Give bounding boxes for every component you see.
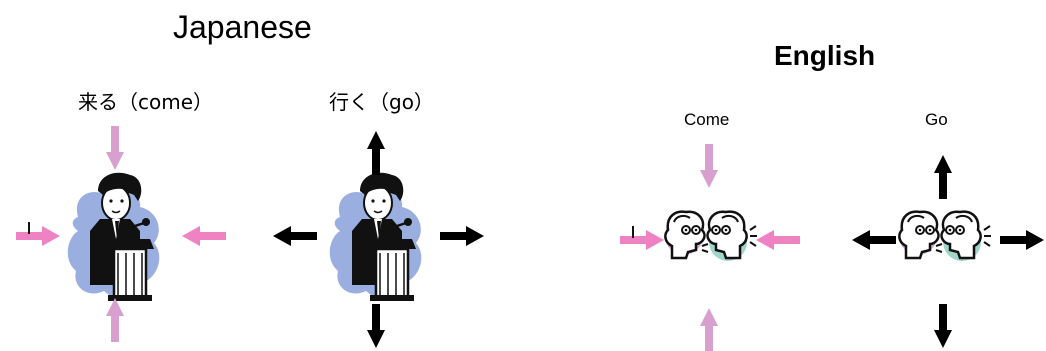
go-arrow-down-icon	[367, 304, 385, 348]
come-arrow-right-icon	[16, 226, 60, 246]
tick-mark	[632, 226, 634, 238]
come-arrow-down-icon	[700, 144, 718, 188]
two-people-talking-icon	[663, 210, 759, 263]
go-arrow-left-icon	[852, 230, 896, 250]
come-arrow-left-icon	[182, 226, 226, 246]
come-arrow-right-icon	[620, 230, 664, 250]
speaker-at-podium-icon	[66, 171, 161, 303]
come-arrow-left-icon	[756, 230, 800, 250]
tick-mark	[28, 222, 30, 234]
go-arrow-up-icon	[934, 155, 952, 199]
english-heading: English	[774, 40, 876, 71]
come-arrow-up-icon	[700, 308, 718, 351]
come-arrow-down-icon	[106, 126, 124, 170]
go-arrow-up-icon	[367, 131, 385, 175]
japanese-come-label: 来る（come）	[78, 90, 214, 114]
go-arrow-right-icon	[440, 226, 484, 246]
go-arrow-right-icon	[1000, 230, 1044, 250]
go-arrow-down-icon	[934, 304, 952, 348]
come-arrow-up-icon	[106, 298, 124, 342]
japanese-heading: Japanese	[173, 9, 312, 45]
english-go-label: Go	[925, 110, 948, 129]
english-come-label: Come	[684, 110, 730, 129]
speaker-at-podium-icon	[328, 171, 423, 303]
go-arrow-left-icon	[273, 226, 317, 246]
japanese-go-label: 行く（go）	[329, 90, 434, 114]
two-people-talking-icon	[897, 210, 993, 263]
